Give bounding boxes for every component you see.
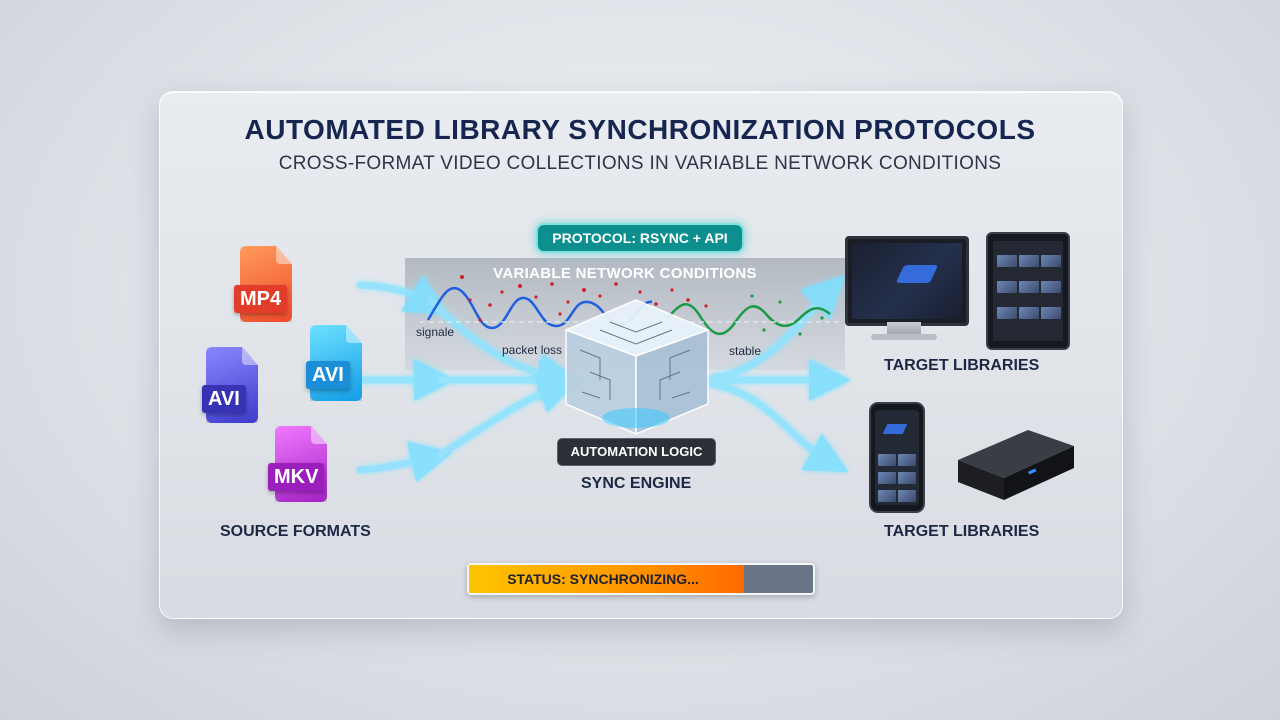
avi-file-label-blue: AVI: [306, 361, 350, 389]
flow-arrow-mkv: [356, 441, 453, 483]
page-title: AUTOMATED LIBRARY SYNCHRONIZATION PROTOC…: [244, 114, 1036, 145]
external-drive: [958, 430, 1074, 500]
network-conditions-title: VARIABLE NETWORK CONDITIONS: [493, 265, 757, 282]
phone-screen: [875, 410, 919, 505]
packet-loss-label: packet loss: [502, 343, 563, 357]
automation-logic-badge: AUTOMATION LOGIC: [557, 438, 716, 466]
source-formats-label: SOURCE FORMATS: [220, 523, 371, 540]
signal-wave-green: [667, 303, 831, 336]
flow-arrow-mp4: [356, 275, 449, 315]
tablet-screen: [993, 241, 1063, 341]
status-text: STATUS: SYNCHRONIZING...: [507, 571, 699, 587]
flow-arrow-to-engine-bot: [436, 373, 580, 459]
phone-device: [869, 402, 925, 513]
sync-engine-cube: [563, 299, 711, 436]
mkv-file-label: MKV: [268, 463, 325, 491]
target-libraries-label-bottom: TARGET LIBRARIES: [884, 523, 1040, 540]
monitor-stand-base: [871, 334, 937, 340]
page-subtitle: CROSS-FORMAT VIDEO COLLECTIONS IN VARIAB…: [278, 153, 1002, 174]
flow-arrow-out-bot: [708, 380, 849, 473]
status-progress-fill: [469, 565, 745, 593]
avi-file-label-indigo: AVI: [202, 385, 246, 413]
stable-dots: [750, 294, 824, 336]
monitor-screen: [852, 243, 962, 319]
desktop-monitor: [845, 236, 969, 326]
status-progress-bar: STATUS: SYNCHRONIZING...: [467, 563, 815, 595]
mp4-file-label: MP4: [234, 285, 288, 313]
packet-loss-dots: [460, 275, 708, 322]
tablet-device: [986, 232, 1070, 350]
sync-engine-label: SYNC ENGINE: [581, 475, 692, 492]
monitor-stand: [887, 322, 921, 336]
protocol-badge: PROTOCOL: RSYNC + API: [536, 223, 744, 253]
flow-arrow-out-top: [708, 275, 845, 382]
target-libraries-label-top: TARGET LIBRARIES: [884, 357, 1040, 374]
flow-arrow-to-engine-top: [426, 296, 581, 396]
signal-label: signale: [416, 325, 455, 339]
stable-label: stable: [729, 344, 762, 358]
